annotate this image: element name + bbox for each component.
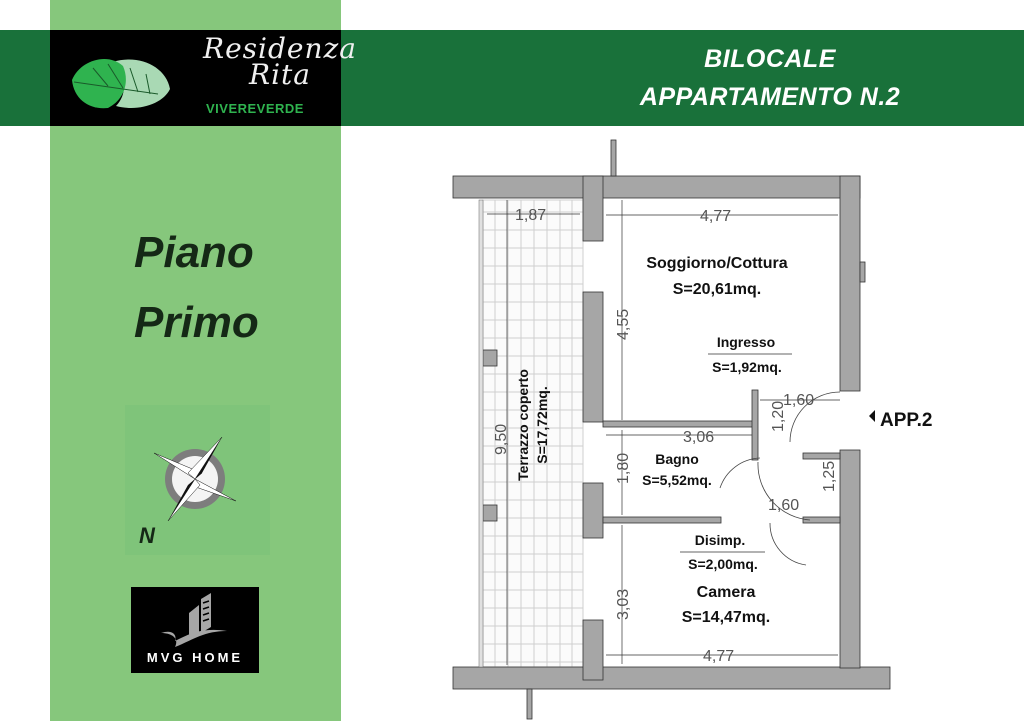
walls (452, 139, 891, 720)
dim-bedroom-depth: 3,03 (615, 589, 632, 620)
room-entry-area: S=1,92mq. (712, 359, 782, 375)
door-swings (719, 391, 841, 566)
brand-name-line2: Rita (249, 58, 311, 91)
compass-rose-icon (153, 436, 237, 522)
room-bath-name: Bagno (655, 451, 699, 467)
room-hall-name: Disimp. (695, 532, 746, 548)
north-label: N (139, 523, 155, 548)
floor-line1: Piano (134, 228, 254, 277)
room-bedroom-name: Camera (697, 584, 756, 601)
floor-label: Piano Primo (134, 218, 259, 358)
partner-name: MVG HOME (146, 650, 244, 665)
room-bath-area: S=5,52mq. (642, 472, 712, 488)
page-title: BILOCALE APPARTAMENTO N.2 (560, 40, 980, 116)
room-terrace-area: S=17,72mq. (534, 386, 550, 463)
dim-living-depth: 4,55 (615, 309, 632, 340)
dimension-lines (487, 200, 840, 665)
room-bedroom-area: S=14,47mq. (682, 609, 771, 626)
brand-tagline: VIVEREVERDE (206, 101, 304, 116)
entrance-arrow-icon (869, 410, 875, 422)
room-living-name: Soggiorno/Cottura (646, 255, 787, 272)
room-hall-area: S=2,00mq. (688, 556, 758, 572)
brand-name-line1: Residenza (203, 32, 357, 65)
partner-logo: MVG HOME (131, 587, 259, 673)
room-living-area: S=20,61mq. (673, 281, 762, 298)
dim-living-width: 4,77 (700, 208, 731, 225)
leaf-icon (72, 58, 170, 109)
dim-terrace-width: 1,87 (515, 207, 546, 224)
dim-entry-depth: 1,20 (770, 401, 787, 432)
building-icon (161, 593, 227, 647)
dim-bath-depth: 1,80 (615, 453, 632, 484)
dim-closet-depth: 1,25 (821, 461, 838, 492)
floor-line2: Primo (134, 298, 259, 347)
title-line1: BILOCALE (704, 45, 836, 73)
brand-name: Residenza Rita (190, 32, 370, 91)
dim-entry-width: 1,60 (783, 392, 814, 409)
terrace-grid (482, 199, 584, 668)
dim-hall-width: 1,60 (768, 497, 799, 514)
dim-terrace-length: 9,50 (493, 424, 510, 455)
room-terrace-name: Terrazzo coperto (515, 369, 531, 481)
dim-bath-width: 3,06 (683, 429, 714, 446)
entrance-label: APP.2 (880, 410, 933, 431)
room-entry-name: Ingresso (717, 334, 775, 350)
dim-bedroom-width: 4,77 (703, 648, 734, 665)
brand-logo: Residenza Rita VIVEREVERDE (50, 30, 356, 126)
title-line2: APPARTAMENTO N.2 (639, 83, 901, 111)
compass: N (125, 405, 270, 555)
